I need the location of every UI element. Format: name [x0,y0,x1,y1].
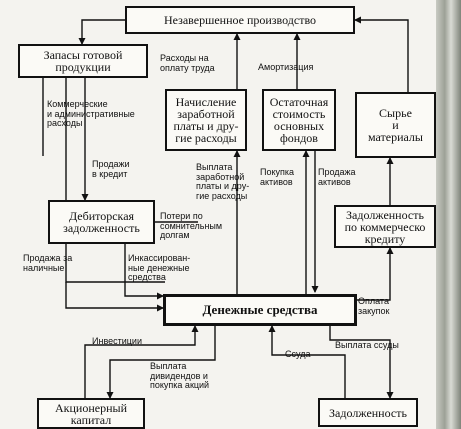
cash-box: Денежные средства [163,294,357,326]
label-loan: Ссуда [285,349,311,359]
label-wage-payment: Выплата заработной платы и дру- гие расх… [196,162,250,201]
finished-goods-box: Запасы готовой продукции [18,44,148,78]
label-asset-purchase: Покупка активов [260,167,295,187]
label-credit-sales: Продажи в кредит [92,159,130,179]
debt-box: Задолженность [318,398,418,427]
label-cash-sales: Продажа за наличные [23,253,73,273]
arrow-dividends [106,326,216,399]
wip-box: Незавершенное производство [125,6,355,34]
receivables-box: Дебиторская задолженность [48,200,155,244]
arrow-wip-to-finished-goods [78,19,125,45]
arrow-purchase-payment [357,247,394,301]
label-asset-sale: Продажа активов [318,167,356,187]
residual-value-box: Остаточная стоимость основных фондов [262,89,336,151]
label-bad-debts: Потери по сомнительным долгам [160,211,223,240]
arrow-raw-materials-to-wip [354,16,409,92]
arrow-loan-repayment [329,326,394,399]
label-labor-payments: Расходы на оплату труда [160,53,215,73]
raw-materials-box: Сырье и материалы [355,92,436,158]
label-loan-repayment: Выплата ссуды [335,340,399,350]
trade-payables-box: Задолженность по коммерческо кредиту [334,205,436,248]
equity-box: Акционерный капитал [37,398,145,429]
arrow-collections [124,244,164,300]
arrow-loan [268,325,346,398]
label-collections: Инкассирован- ные денежные средства [128,253,191,282]
label-investments: Инвестиции [92,336,142,346]
label-dividends: Выплата дивидендов и покупка акций [150,361,210,390]
scan-edge [436,0,461,429]
label-purchase-payment: Оплата закупок [358,296,390,316]
label-depreciation: Амортизация [258,62,314,72]
label-selling-admin: Коммерческие и административные расходы [47,99,135,128]
arrow-investments [84,325,199,400]
payroll-box: Начисление заработной платы и дру- гие р… [165,89,247,151]
